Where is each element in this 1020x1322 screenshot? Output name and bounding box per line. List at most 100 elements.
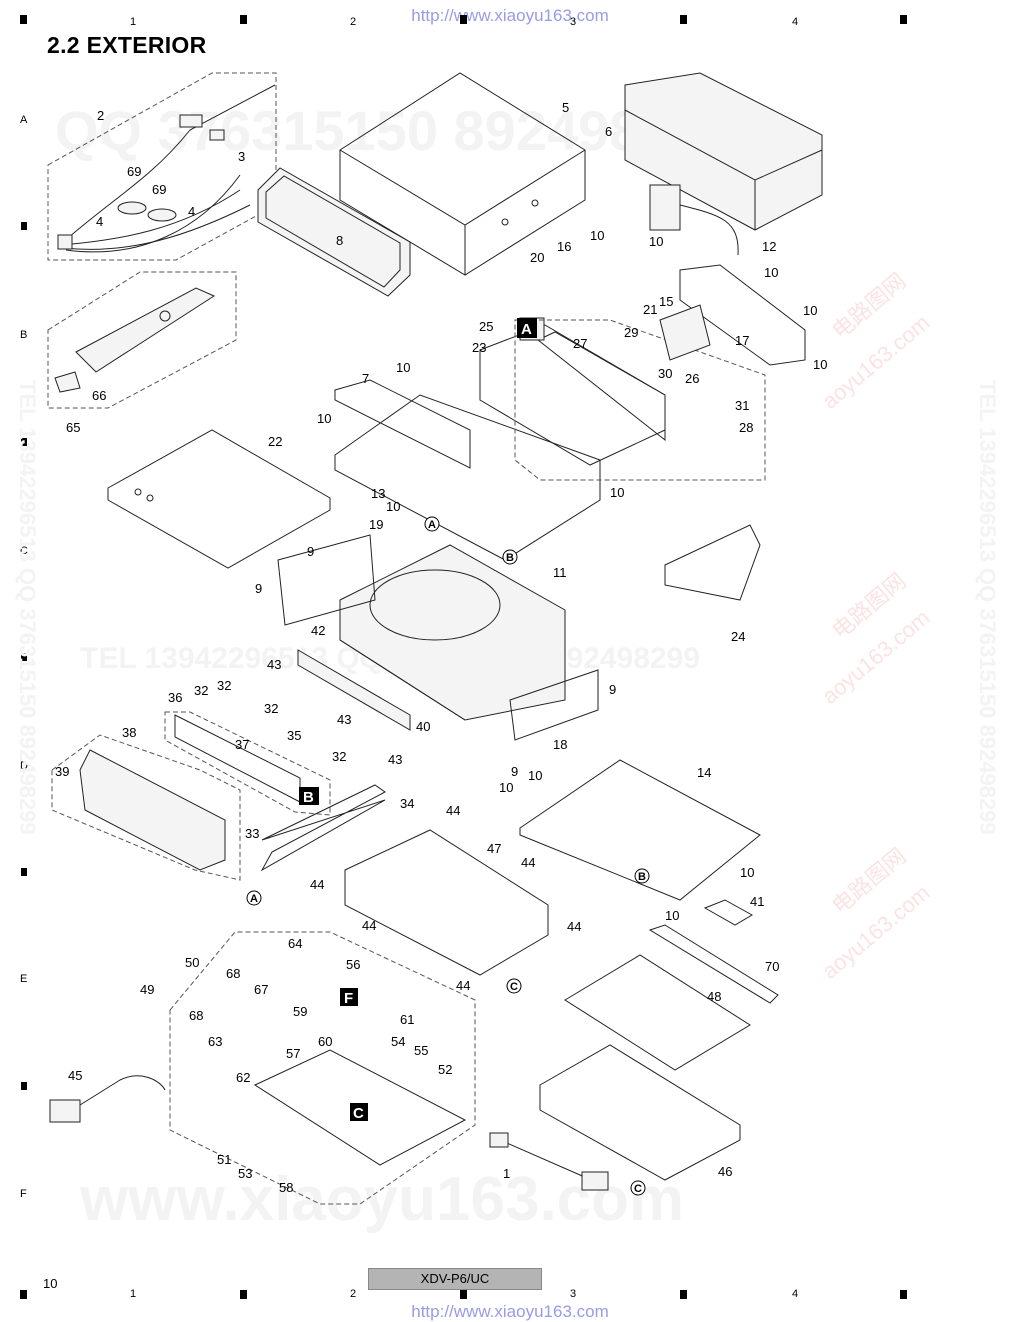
part-label: 9 [255, 581, 262, 596]
row-letter: D [20, 760, 28, 772]
reference-circle-a: A [246, 890, 262, 906]
registration-mark [900, 1290, 907, 1299]
part-label: 59 [293, 1004, 307, 1019]
part-label: 44 [521, 855, 535, 870]
registration-mark [21, 222, 27, 230]
part-label: 9 [307, 544, 314, 559]
part-label: 8 [336, 233, 343, 248]
part-label: 11 [553, 565, 567, 580]
part-label: 39 [55, 764, 69, 779]
part-label: 25 [479, 319, 493, 334]
rca-cable [79, 1075, 166, 1106]
registration-mark [900, 15, 907, 24]
part-label: 19 [369, 517, 383, 532]
cord-assembly-group [47, 72, 277, 261]
part-label: 12 [762, 239, 776, 254]
part-label: 61 [400, 1012, 414, 1027]
bottom-chassis-plate [519, 759, 761, 901]
side-bracket-right [509, 669, 599, 741]
part-label: 47 [487, 841, 501, 856]
front-door-plate [297, 649, 411, 731]
part-label: 50 [185, 955, 199, 970]
watermark-vertical-left: TEL 13942296513 QQ 376315150 892498299 [15, 380, 40, 835]
part-label: 10 [764, 265, 778, 280]
registration-mark [680, 1290, 687, 1299]
part-label: 10 [528, 768, 542, 783]
part-label: 37 [235, 737, 249, 752]
part-label: 3 [238, 149, 245, 164]
part-label: 69 [152, 182, 166, 197]
part-label: 43 [267, 657, 281, 672]
page-number: 10 [43, 1276, 58, 1291]
part-label: 15 [659, 294, 673, 309]
column-number: 2 [350, 16, 357, 28]
part-label: 32 [194, 683, 208, 698]
part-label: 10 [499, 780, 513, 795]
registration-mark [460, 1290, 467, 1299]
registration-mark [21, 653, 27, 661]
row-letter: E [20, 973, 28, 985]
remote-control-group [47, 271, 237, 409]
insulator-sheet [703, 899, 754, 926]
row-letter: F [20, 1188, 27, 1200]
part-label: 9 [511, 764, 518, 779]
part-label: 10 [317, 411, 331, 426]
registration-mark [21, 1082, 27, 1090]
trim-frame [257, 167, 411, 297]
part-labels: 2 3 69 69 4 4 5 6 8 12 10 10 16 20 10 10… [55, 100, 827, 1195]
part-label: 33 [245, 826, 259, 841]
rear-bracket [659, 264, 806, 366]
part-label: 10 [803, 303, 817, 318]
watermark-vertical-right: TEL 13942296513 QQ 376315150 892498299 [975, 380, 1000, 835]
part-label: 13 [371, 486, 385, 501]
part-label: 64 [288, 936, 302, 951]
part-label: 70 [765, 959, 779, 974]
main-pcb [253, 1049, 467, 1166]
part-label: 6 [605, 124, 612, 139]
part-label: 17 [735, 333, 749, 348]
part-label: 53 [238, 1166, 252, 1181]
part-label: 21 [643, 302, 657, 317]
part-label: 26 [685, 371, 699, 386]
front-panel-group: B [51, 711, 386, 881]
svg-text:A: A [428, 519, 436, 531]
model-name-box: XDV-P6/UC [368, 1268, 542, 1290]
under-chassis [539, 1044, 741, 1181]
side-bracket-left [277, 534, 376, 626]
cable-bracket [664, 524, 761, 601]
bottom-cover [107, 429, 331, 569]
part-label: 44 [362, 918, 376, 933]
footer-watermark-url: http://www.xiaoyu163.com [411, 1302, 609, 1321]
part-label: 29 [624, 325, 638, 340]
part-label: 18 [553, 737, 567, 752]
part-label: 2 [97, 108, 104, 123]
column-number: 3 [570, 16, 577, 28]
reference-circle-a: A [424, 516, 440, 532]
column-number: 2 [350, 1288, 357, 1300]
part-label: 10 [590, 228, 604, 243]
column-number: 1 [130, 1288, 137, 1300]
part-label: 10 [649, 234, 663, 249]
svg-text:C: C [634, 1183, 642, 1195]
row-letter: B [20, 329, 28, 341]
section-title: 2.2 EXTERIOR [47, 32, 207, 58]
sub-assembly-marker-c: C [353, 1105, 364, 1122]
svg-text:C: C [510, 981, 518, 993]
part-label: 68 [189, 1008, 203, 1023]
part-label: 14 [697, 765, 711, 780]
part-label: 32 [264, 701, 278, 716]
part-label: 7 [362, 371, 369, 386]
reference-circle-b: B [502, 549, 518, 565]
part-label: 65 [66, 420, 80, 435]
part-label: 48 [707, 989, 721, 1004]
registration-mark [20, 1290, 27, 1299]
part-label: 28 [739, 420, 753, 435]
reference-circle-c: C [630, 1180, 646, 1196]
part-label: 30 [658, 366, 672, 381]
pcb-assembly-group: F C [169, 931, 476, 1205]
part-label: 5 [562, 100, 569, 115]
part-label: 40 [416, 719, 430, 734]
part-label: 69 [127, 164, 141, 179]
part-label: 56 [346, 957, 360, 972]
